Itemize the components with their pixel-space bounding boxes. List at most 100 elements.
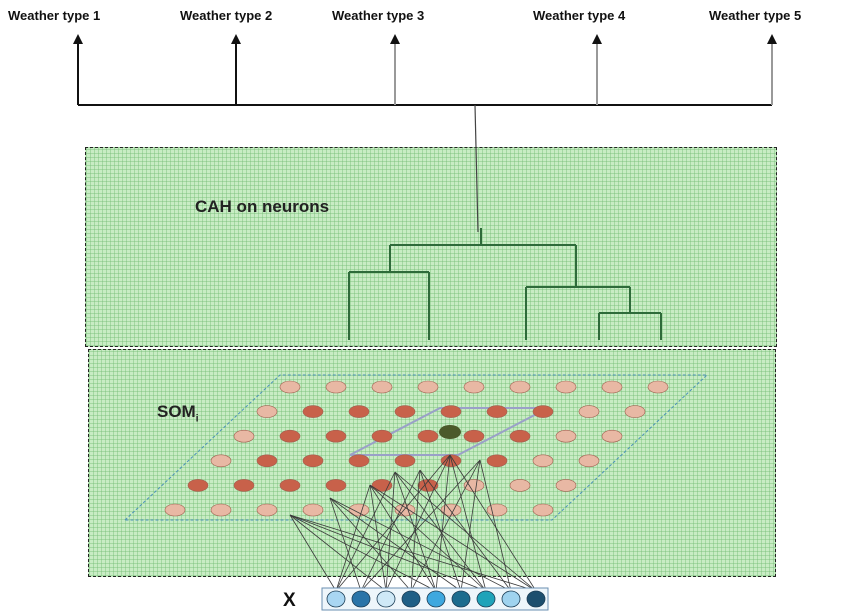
input-node — [376, 590, 396, 608]
som-neuron — [348, 454, 370, 468]
connection-line — [369, 484, 387, 592]
som-neuron — [486, 503, 508, 517]
som-neuron — [256, 503, 278, 517]
som-neuron — [532, 405, 554, 418]
som-neuron — [394, 405, 416, 418]
som-neuron — [210, 454, 232, 468]
som-neuron — [440, 405, 462, 418]
som-neuron — [601, 429, 623, 443]
connection-line — [385, 471, 396, 592]
connection-line — [360, 459, 481, 592]
input-node — [401, 590, 421, 608]
connection-line — [289, 514, 537, 592]
connection-line — [369, 484, 487, 592]
som-neuron — [279, 380, 301, 394]
dendrogram — [348, 228, 662, 340]
som-neuron — [302, 503, 324, 517]
weather-type-4-label: Weather type 4 — [533, 8, 626, 23]
input-vector-label: X — [283, 590, 296, 611]
input-node — [351, 590, 371, 608]
connection-line — [289, 514, 437, 592]
som-neuron — [302, 454, 324, 468]
som-neurons — [164, 380, 669, 517]
connection-line — [335, 454, 451, 592]
som-neuron — [187, 479, 209, 492]
connection-line — [394, 471, 537, 592]
som-neuron — [440, 503, 462, 517]
som-label: SOMi — [157, 402, 199, 425]
connection-line — [329, 497, 412, 592]
arrow-head-4 — [592, 34, 602, 44]
som-neuron — [256, 405, 278, 418]
som-neuron — [463, 429, 485, 443]
weather-type-2-label: Weather type 2 — [180, 8, 273, 23]
connection-line — [419, 469, 512, 592]
som-region — [88, 349, 776, 577]
som-neuron — [164, 503, 186, 517]
connection-line — [329, 497, 462, 592]
weather-type-1-label: Weather type 1 — [8, 8, 101, 23]
input-node — [476, 590, 496, 608]
connection-line — [329, 497, 512, 592]
som-neuron — [624, 405, 646, 418]
input-node — [501, 590, 521, 608]
som-neuron — [417, 429, 439, 443]
connection-line — [394, 471, 437, 592]
connection-line — [369, 484, 537, 592]
som-neuron — [532, 454, 554, 468]
som-neuron — [509, 479, 531, 492]
som-neuron — [371, 380, 393, 394]
connection-line — [385, 454, 451, 592]
connection-line — [435, 454, 451, 592]
output-arrows — [73, 34, 777, 44]
connection-line — [449, 454, 487, 592]
connection-line — [335, 484, 371, 592]
connection-line — [329, 497, 362, 592]
input-nodes — [326, 590, 546, 608]
som-neuron — [325, 380, 347, 394]
connection-line — [449, 454, 537, 592]
som-neuron — [210, 503, 232, 517]
input-node — [326, 590, 346, 608]
som-neuron — [555, 479, 577, 492]
som-neuron — [394, 454, 416, 468]
arrow-head-3 — [390, 34, 400, 44]
som-neuron — [601, 380, 623, 394]
input-node — [451, 590, 471, 608]
arrow-head-2 — [231, 34, 241, 44]
connection-line — [289, 514, 337, 592]
som-neuron — [578, 405, 600, 418]
som-neuron — [647, 380, 669, 394]
som-plane — [123, 374, 709, 521]
som-neuron — [394, 503, 416, 517]
winner-neuron — [439, 425, 461, 439]
som-neuron — [417, 380, 439, 394]
cah-label: CAH on neurons — [195, 197, 330, 216]
som-neuron — [279, 479, 301, 492]
connection-line — [335, 471, 396, 592]
connection-line — [479, 459, 512, 592]
som-neuron — [348, 503, 370, 517]
som-neuron — [578, 454, 600, 468]
som-neuron — [555, 380, 577, 394]
connection-line — [369, 484, 437, 592]
som-neuron — [463, 479, 485, 492]
som-neuron — [233, 479, 255, 492]
som-neuron — [486, 454, 508, 468]
arrow-head-1 — [73, 34, 83, 44]
connection-line — [410, 459, 481, 592]
som-neuron — [463, 380, 485, 394]
root-link-line — [474, 104, 479, 233]
input-connections — [289, 454, 537, 592]
output-tree — [77, 42, 773, 233]
connection-line — [289, 514, 387, 592]
input-node — [526, 590, 546, 608]
som-neuron — [256, 454, 278, 468]
som-neuron — [532, 503, 554, 517]
weather-type-5-label: Weather type 5 — [709, 8, 802, 23]
som-neuron — [233, 429, 255, 443]
som-neuron — [509, 429, 531, 443]
som-neuron — [348, 405, 370, 418]
connection-line — [419, 469, 462, 592]
som-neuron — [486, 405, 508, 418]
